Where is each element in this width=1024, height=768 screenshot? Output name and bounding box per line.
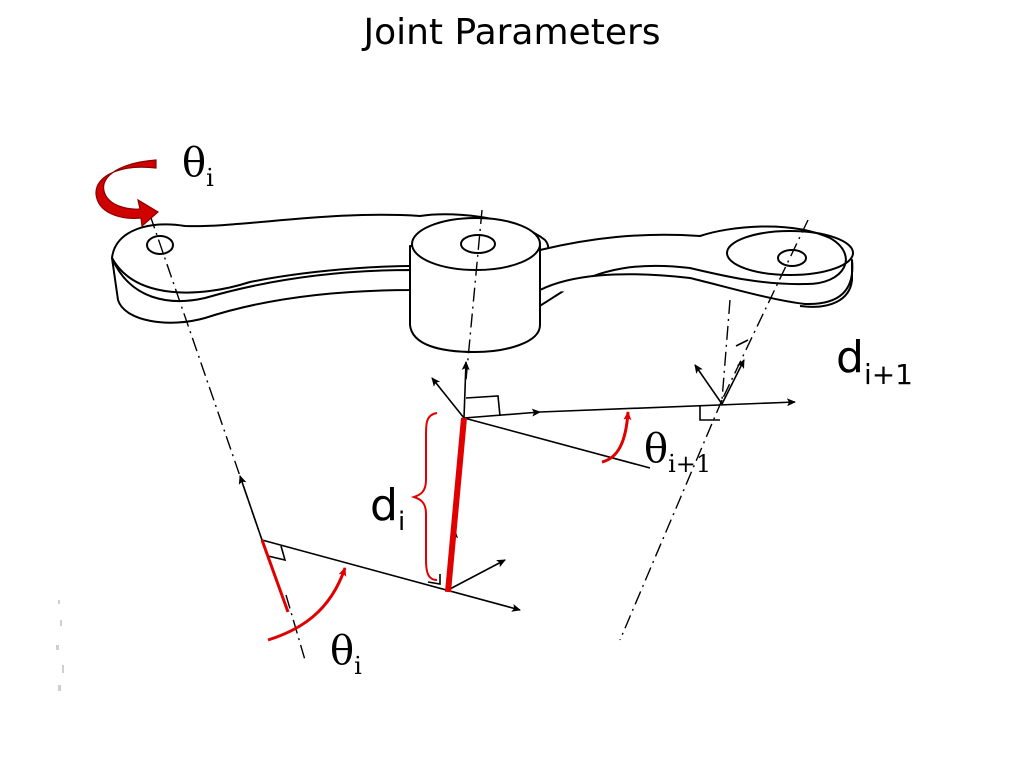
robot-links [111,213,854,353]
slide-title: Joint Parameters [363,12,661,53]
theta-next-arc [601,411,632,464]
d-next-label: di+1 [836,332,913,391]
rotation-arrow [95,159,160,228]
d-i-label: di [370,480,405,537]
theta-i-top-label: θi [182,140,214,192]
red-annotations [260,411,632,642]
scan-noise [56,600,64,691]
d-i-segment [445,417,467,593]
theta-i-bottom-label: θi [330,628,362,680]
theta-i-bottom-arc [267,567,347,642]
joint-end-top [726,230,854,276]
joint-cylinder-middle [409,245,541,353]
theta-next-label: θi+1 [644,426,711,478]
coordinate-frames [238,339,796,612]
d-i-brace [410,412,438,581]
